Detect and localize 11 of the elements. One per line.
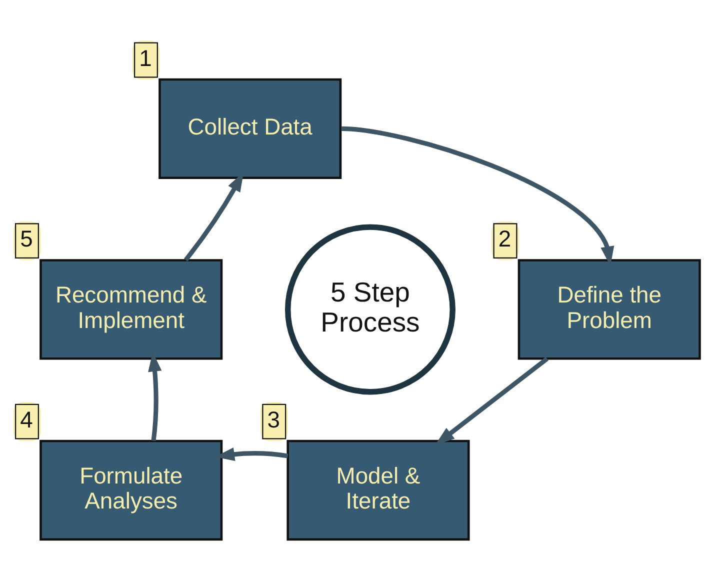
node-label: 4 xyxy=(20,406,33,432)
arrow xyxy=(435,356,549,446)
node-label: 1 xyxy=(139,44,152,71)
arrow xyxy=(341,126,614,266)
node-label: 2 xyxy=(498,226,512,252)
arrow xyxy=(214,448,288,462)
arrow xyxy=(148,352,162,441)
node-circle: 5 Step Process xyxy=(285,224,456,395)
node-label: 3 xyxy=(267,406,280,432)
arrow xyxy=(184,172,244,262)
node-label: 5 xyxy=(20,226,33,252)
